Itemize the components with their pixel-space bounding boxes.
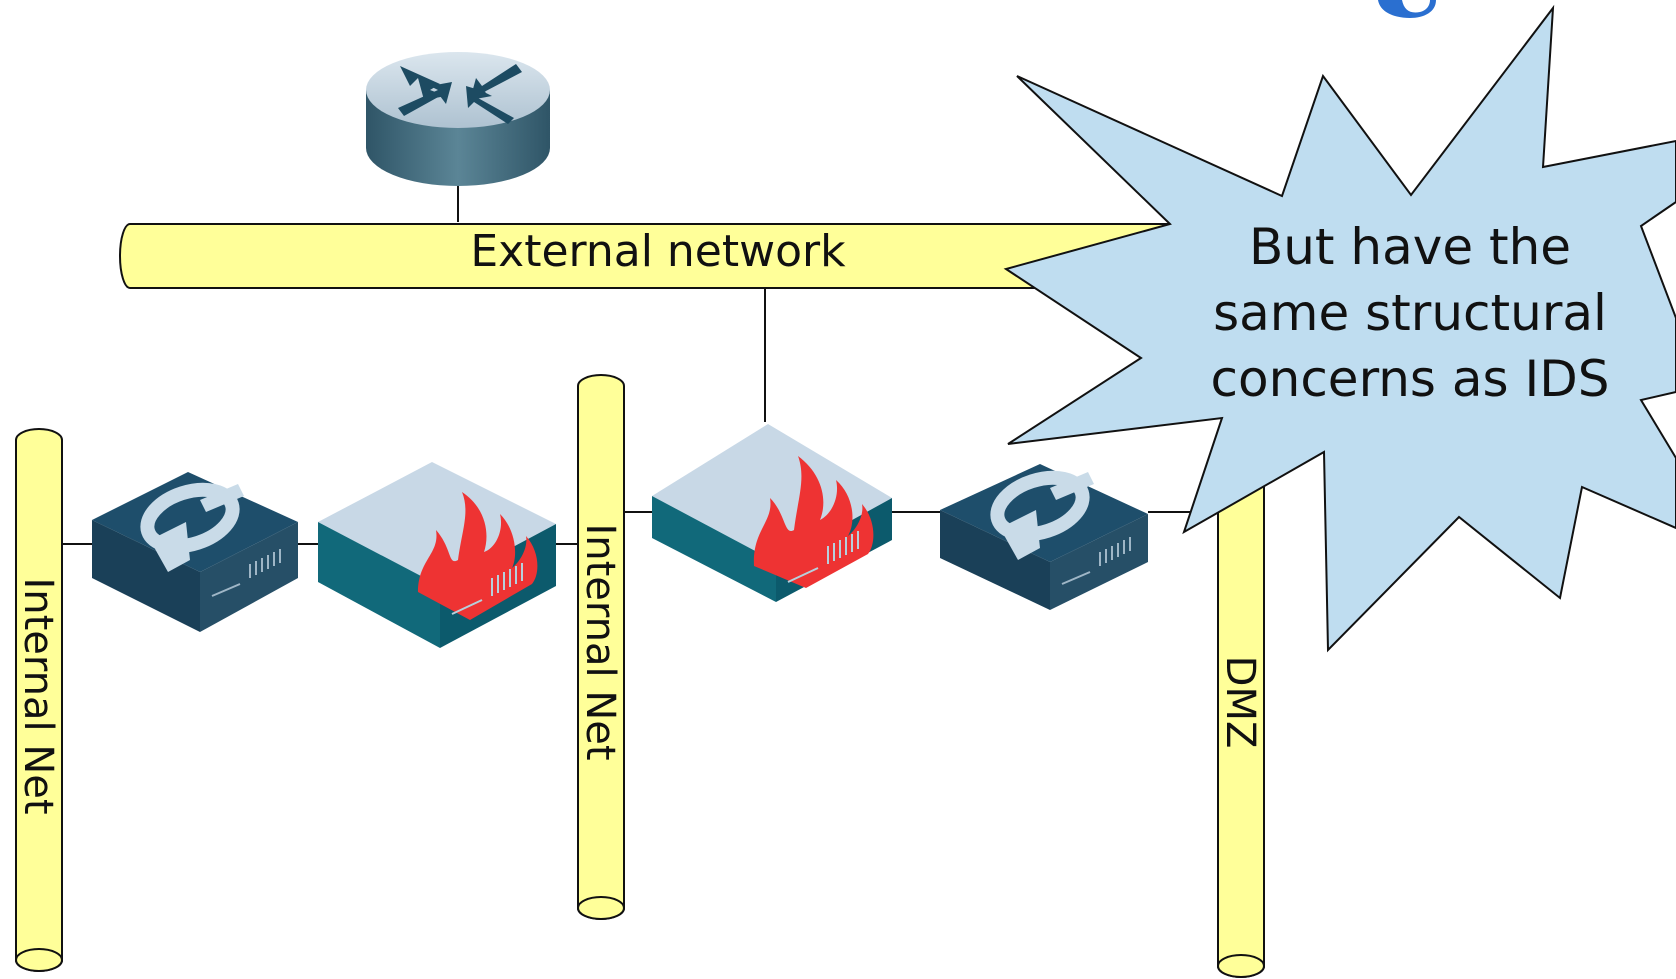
ips-appliance-icon (92, 472, 298, 632)
cropped-title-fragment (1378, 0, 1436, 18)
internal-net-middle-segment: Internal Net (577, 374, 625, 920)
callout-line-2: same structural (1213, 284, 1607, 342)
firewall-icon (318, 462, 556, 648)
internal-net-left-label: Internal Net (15, 577, 61, 814)
dmz-segment: DMZ (1217, 479, 1265, 978)
firewall-icon (652, 424, 892, 602)
internal-net-middle-label: Internal Net (577, 523, 623, 760)
internal-net-left-segment: Internal Net (15, 428, 63, 972)
callout-line-1: But have the (1249, 218, 1571, 276)
external-network-segment: External network (119, 223, 1191, 289)
ips-appliance-icon (940, 464, 1148, 610)
callout-burst: But have the same structural concerns as… (1003, 4, 1676, 653)
router-icon (366, 52, 550, 186)
dmz-label: DMZ (1217, 656, 1263, 749)
callout-line-3: concerns as IDS (1211, 350, 1610, 408)
external-network-label: External network (470, 226, 846, 277)
